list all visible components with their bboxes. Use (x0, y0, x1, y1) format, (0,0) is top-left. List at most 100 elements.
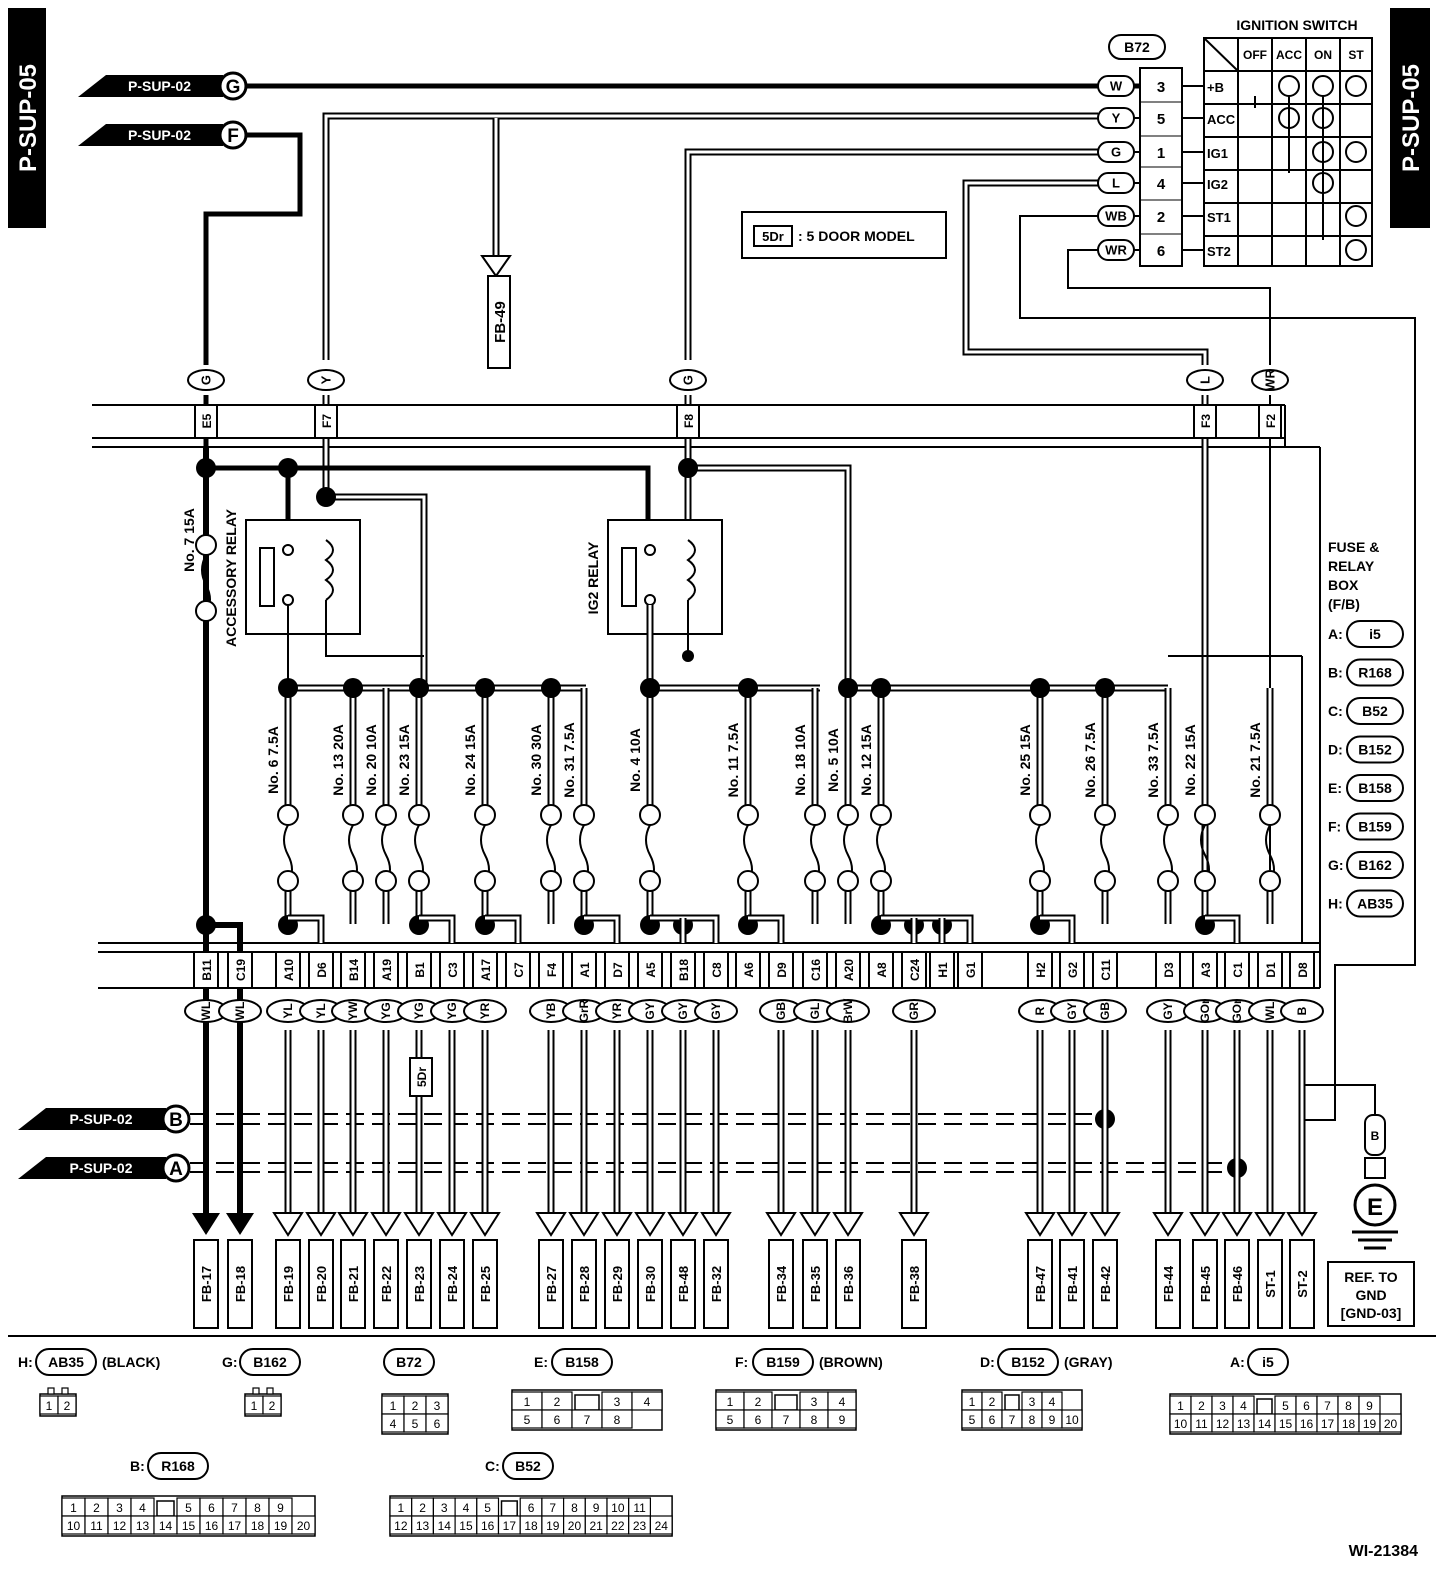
bottom-pin-box (1092, 951, 1118, 989)
bottom-pin-label: C3 (446, 962, 460, 978)
connector-view-id-shape (35, 1348, 97, 1376)
connector-view-pin-number: 12 (113, 1519, 127, 1533)
output-dest-box (1027, 1239, 1053, 1329)
input-connector-id: F (227, 126, 239, 147)
output-dest-box (1224, 1239, 1250, 1329)
bottom-pin-box (957, 951, 983, 989)
output-wire-color-text: GB (774, 1002, 788, 1020)
connector-view-id: B162 (239, 1348, 301, 1376)
input-connector-id: B (169, 1110, 183, 1131)
top-wire-color-shape (669, 369, 707, 391)
fuse-terminal (804, 804, 826, 826)
top-pin-label: F8 (682, 414, 696, 428)
fuse-label: No. 30 30A (528, 724, 544, 796)
connector-view-pin-number: 20 (568, 1519, 582, 1533)
bottom-pin-box (637, 951, 663, 989)
fusebox-connector-id: AB35 (1346, 889, 1404, 918)
connector-view-pin-number: 4 (1240, 1399, 1247, 1413)
connector-view-pin-number: 5 (1282, 1399, 1289, 1413)
connector-view-pin (827, 1409, 857, 1429)
output-arrow (667, 1212, 699, 1237)
output-wire-color: YG (430, 999, 474, 1023)
output-dest-box (1192, 1239, 1218, 1329)
pin-feed-inner (584, 916, 619, 943)
output-dest-box (1289, 1239, 1315, 1329)
output-wire-color-text: GOr (1198, 999, 1212, 1023)
connector-view-pin-number: 9 (277, 1501, 284, 1515)
connector-view-pin-number: 2 (989, 1395, 996, 1409)
pin-feed-inner (288, 916, 323, 943)
output-arrow (337, 1212, 369, 1237)
bottom-pin-box (1155, 951, 1181, 989)
bottom-pin-label: A20 (842, 959, 856, 981)
ground-ref-1: REF. TO (1344, 1269, 1398, 1285)
connector-view-pin-number: 8 (614, 1413, 621, 1427)
connector-view-key: A: (1230, 1354, 1245, 1370)
bottom-pin-box (929, 951, 955, 989)
output-dest-label: FB-22 (379, 1266, 394, 1302)
connector-view-pin-number: 10 (611, 1501, 625, 1515)
bottom-pin-label: D1 (1264, 962, 1278, 978)
connector-view-key: G: (222, 1354, 238, 1370)
connector-view-pin-number: 1 (1177, 1399, 1184, 1413)
input-flag (78, 124, 223, 146)
output-arrow (305, 1212, 337, 1237)
connector-view-key: C: (485, 1458, 500, 1474)
output-wire-color-text: YR (478, 1002, 492, 1019)
bottom-pin-label: C24 (908, 959, 922, 981)
connector-view-pin-number: 7 (1324, 1399, 1331, 1413)
output-arrow (370, 1212, 402, 1237)
top-wire-color-text: G (681, 375, 696, 385)
connector-view-pin-number: 8 (571, 1501, 578, 1515)
output-dest-box (538, 1239, 564, 1329)
output-wire-color-text: YB (544, 1002, 558, 1019)
switch-column-acc: ACC (1276, 48, 1302, 62)
connector-view-pin-number: 14 (438, 1519, 452, 1533)
output-wire-color-text: B (1295, 1006, 1309, 1015)
output-dest-box (340, 1239, 366, 1329)
output-wire-color: WL (218, 999, 262, 1023)
accessory-relay-label: ACCESSORY RELAY (223, 508, 239, 647)
bottom-pin-label: A19 (380, 959, 394, 981)
connector-view-pin-number: 14 (1258, 1417, 1272, 1431)
output-arrow (1056, 1212, 1088, 1237)
fusebox-connector-key: E: (1328, 780, 1342, 796)
output-wire-color: GY (628, 999, 672, 1023)
connector-view-pin-number: 6 (755, 1413, 762, 1427)
connector-view-pin-number: 22 (611, 1519, 625, 1533)
output-arrow (403, 1212, 435, 1237)
top-wire-color: G (187, 369, 225, 391)
fusebox-connector-id-shape (1346, 812, 1404, 841)
fuse-terminal (639, 870, 661, 892)
connector-view-pin-number: 18 (524, 1519, 538, 1533)
page-tag-left (8, 8, 46, 228)
output-dest-label: FB-32 (709, 1266, 724, 1302)
output-wire-color-text: YL (314, 1003, 328, 1018)
connector-view-pin (57, 1395, 77, 1415)
page-tag-right (1390, 8, 1430, 228)
connector-view-pin-number: 19 (1363, 1417, 1377, 1431)
connector-view-pin-number: 18 (1342, 1417, 1356, 1431)
fuse-label: No. 26 7.5A (1082, 722, 1098, 797)
fusebox-title-2: RELAY (1328, 558, 1375, 574)
bottom-pin-label: A8 (875, 962, 889, 978)
output-wire-color-shape (463, 999, 507, 1023)
output-dest-box (768, 1239, 794, 1329)
output-dest-label: FB-46 (1230, 1266, 1245, 1302)
connector-view-pin-number: 20 (297, 1519, 311, 1533)
connector-view-pin-number: 17 (503, 1519, 517, 1533)
junction-dot (475, 678, 495, 698)
top-wire-color-shape (1251, 369, 1289, 391)
output-wire-color-text: YR (610, 1002, 624, 1019)
output-dest-label: FB-24 (445, 1265, 460, 1302)
fusebox-title-1: FUSE & (1328, 539, 1379, 555)
connector-view-latch (61, 1387, 69, 1395)
bottom-pin-box (340, 951, 366, 989)
switch-column-on: ON (1314, 48, 1332, 62)
input-ref-label: P-SUP-02 (128, 78, 191, 94)
output-wire-color: YR (463, 999, 507, 1023)
connector-view-latch (266, 1387, 274, 1395)
output-arrow (272, 1212, 304, 1237)
switch-wire-color-text: L (1112, 176, 1120, 191)
connector-view-pin-number: 6 (554, 1413, 561, 1427)
